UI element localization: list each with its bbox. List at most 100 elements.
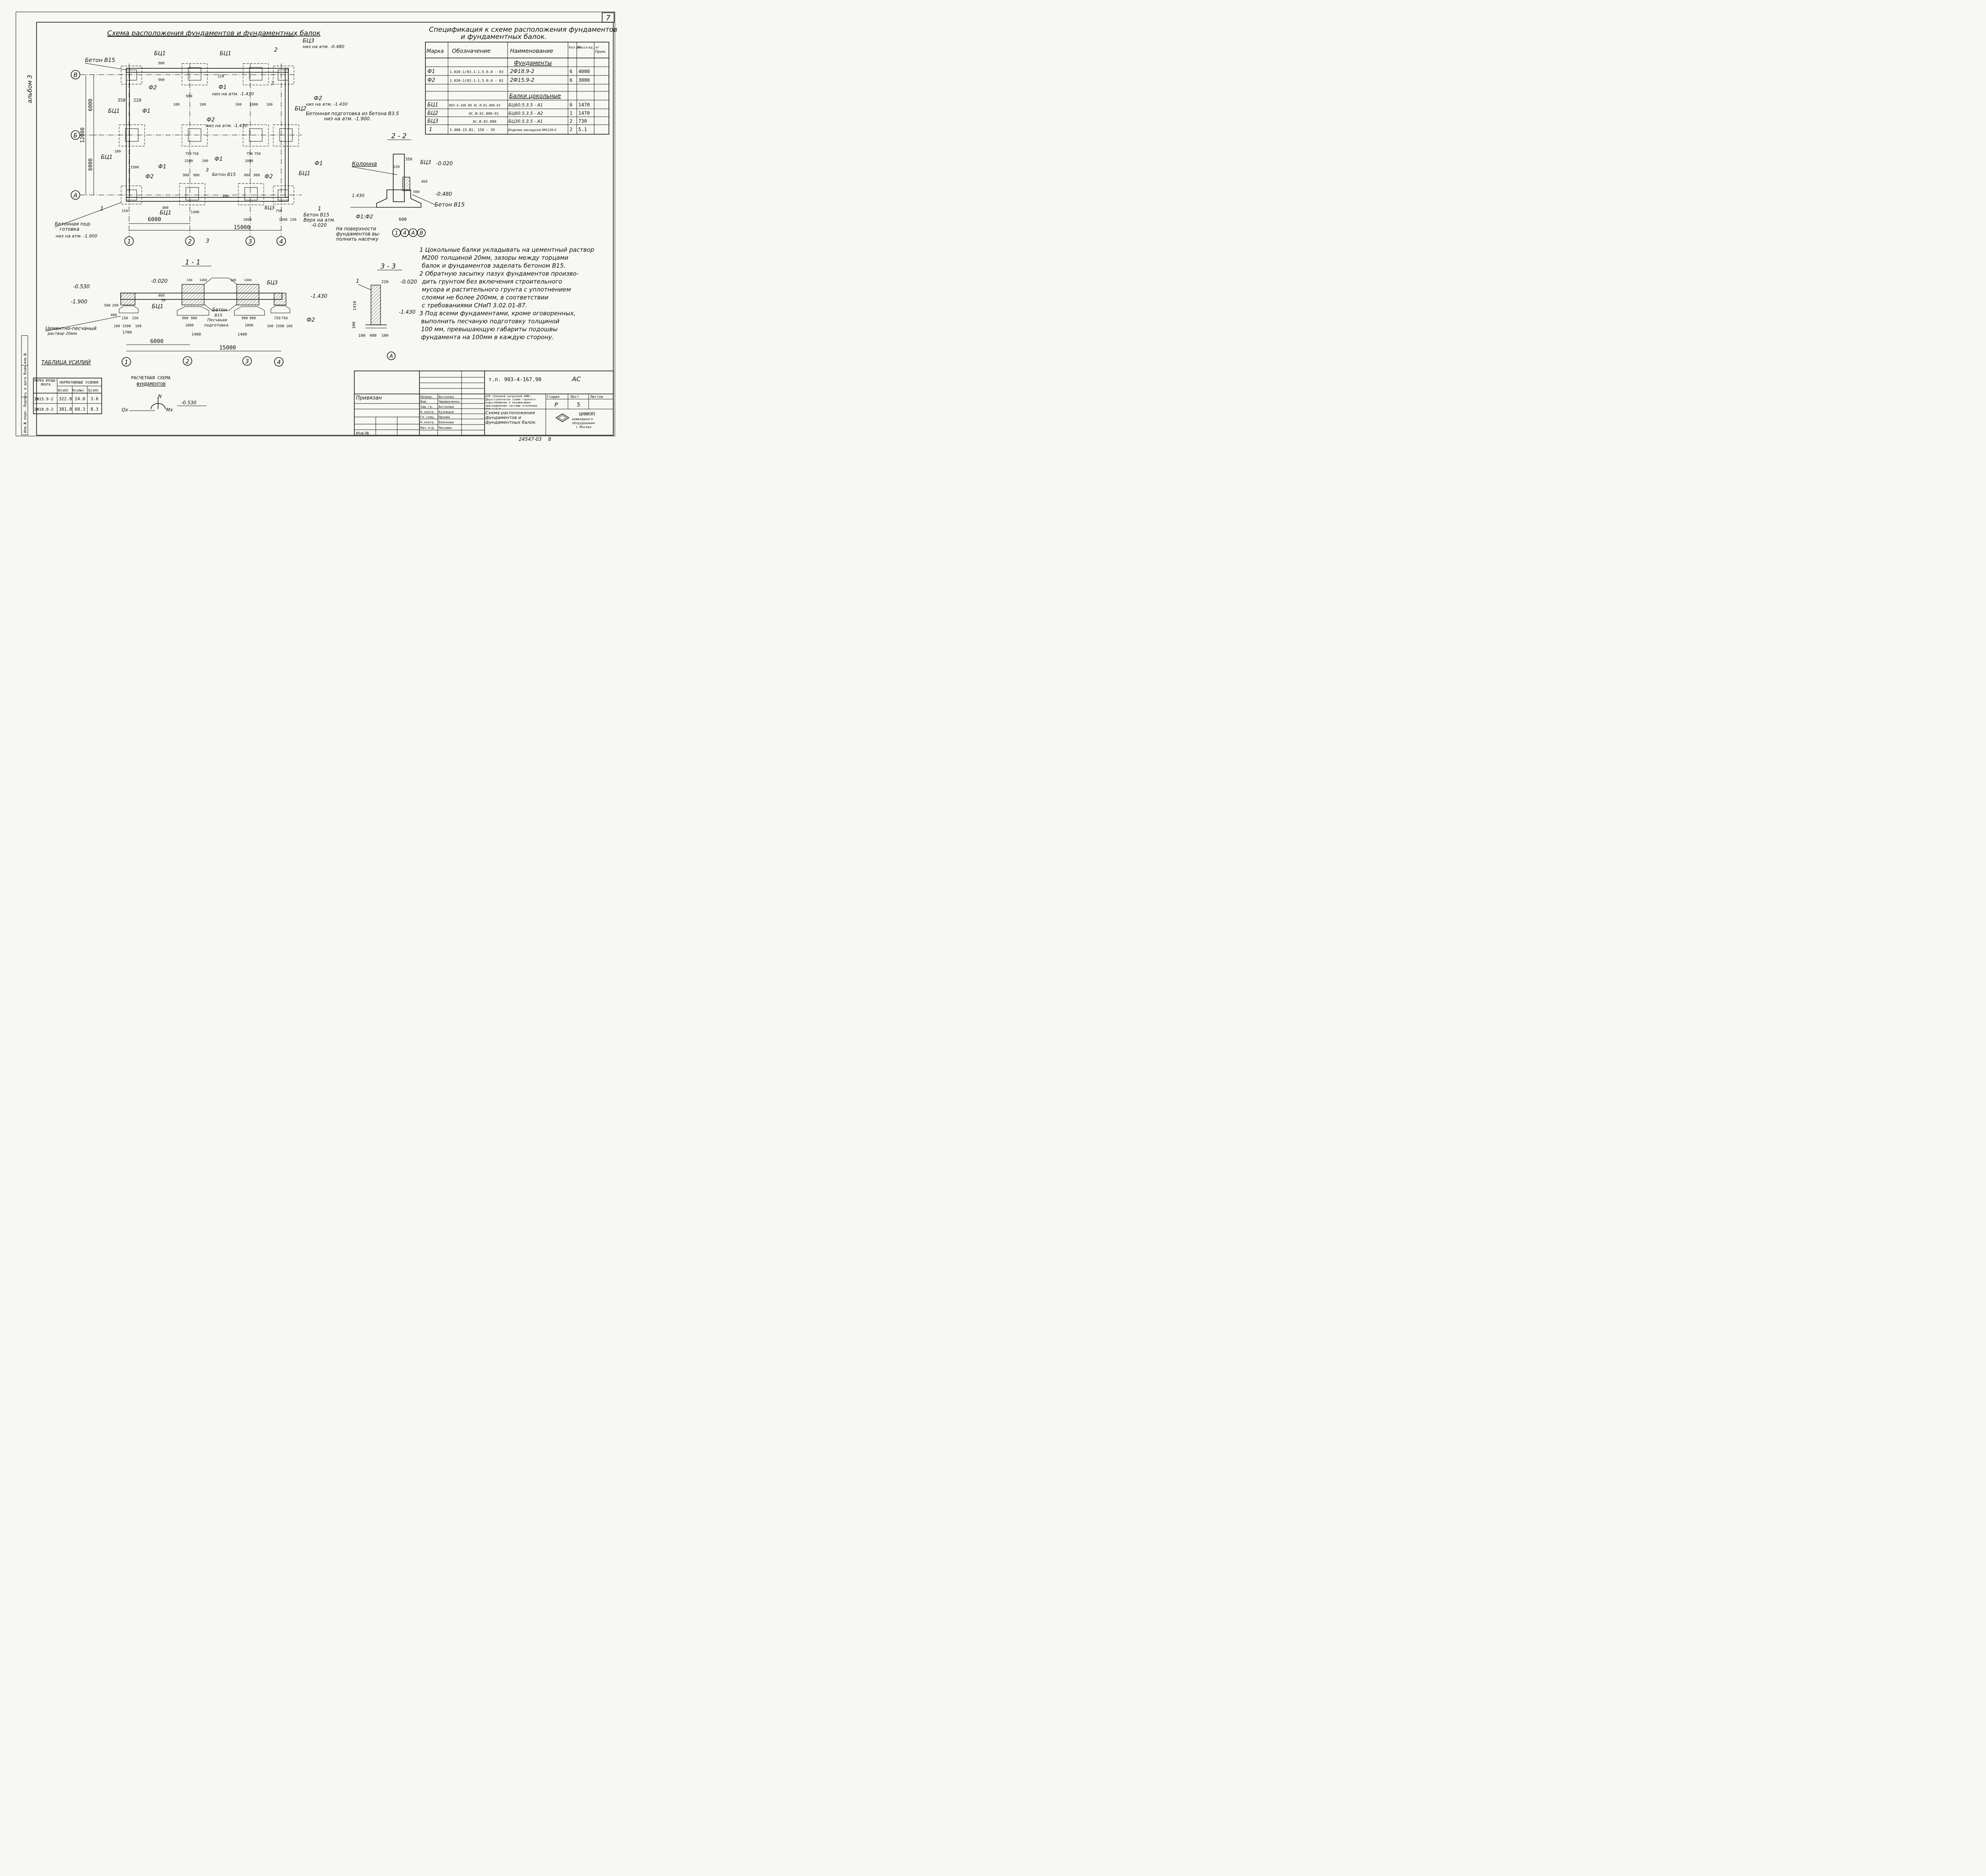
stamp-role: Н.контр. — [420, 410, 436, 414]
forces-h-q: Q(кН) — [88, 389, 99, 393]
label-f1-5: Ф1 — [214, 156, 223, 162]
forces-h-m: M(кНм) — [73, 389, 84, 392]
s33-d4: 400 — [369, 334, 377, 338]
s11-d23: 1400 — [238, 332, 247, 337]
stamp-list: 5 — [577, 402, 580, 408]
s11-d6: 150 — [122, 317, 128, 320]
dim-s6: 900 — [186, 95, 192, 98]
s11-axis-1: 1 — [124, 359, 128, 366]
forces-title: ТАБЛИЦА УСИЛИЙ — [41, 359, 91, 366]
forces-cell: 2Ф15.9-2 — [34, 397, 53, 401]
stamp-project: ЦТП тепловой нагрузкой 4МВт. Двухступенч… — [485, 395, 537, 409]
beam-bottom — [126, 197, 289, 202]
s11-el4: -1.430 — [311, 293, 327, 299]
left-strip-text: Инв.№ подл. Подпись и дата Взам.инв.№ — [23, 353, 27, 433]
label-f2-note-b: низ на атм. -1.430 — [206, 123, 247, 128]
s11-d10: 1700 — [122, 330, 132, 335]
s11-d26: 100 — [230, 278, 236, 282]
s22-axis-a: А — [411, 230, 415, 236]
forces-row: 2Ф15.9-2 322.0 24.0 3.6 — [34, 396, 99, 401]
axis-label-3: 3 — [248, 238, 252, 245]
spec-h-prim: Прим. — [595, 50, 606, 54]
s11-d4: 400 — [110, 313, 117, 317]
label-bc1-top-left: БЦ1 — [154, 50, 166, 57]
stamp-listov-h: Листов — [590, 395, 603, 399]
axis-bubble-1 — [124, 236, 134, 246]
s22-el1: -0.020 — [436, 161, 453, 167]
dim-s20: 900 — [193, 174, 199, 178]
dim-s3: 350 — [118, 98, 126, 103]
stamp-drawing: Схема расположения фундаментов и фундаме… — [485, 411, 537, 425]
label-verh: Бетон В15 — [303, 212, 329, 218]
spec-cell: 1470 — [578, 102, 590, 108]
spec-cell: 6 — [570, 69, 572, 74]
stamp-role: Н.контр. — [420, 421, 436, 424]
s11-d25: 100 — [187, 278, 193, 282]
stamp-privyazan: Привязан — [356, 395, 382, 401]
stamp-sheet-mark: АС — [572, 375, 581, 383]
spec-group-2: Балки цокольные — [509, 93, 561, 99]
axis-label-a: А — [73, 192, 77, 199]
spec-row: Ф2 1.020-1/83.1-1.5.0.0 - 01 2Ф15.9-2 6 … — [427, 77, 590, 83]
stamp-role: Гл.спец. — [420, 415, 436, 419]
label-f2-note: низ на атм. -1.430 — [306, 102, 348, 107]
dim-6000-h: 6000 — [148, 216, 161, 223]
label-bc2: БЦ2 — [295, 106, 306, 112]
dim-s28: 900 — [244, 174, 250, 178]
dim-12000: 12000 — [80, 127, 86, 143]
s22-dim-4: 600 — [399, 217, 407, 222]
s11-d7: 1500 — [122, 324, 131, 328]
stamp-org-2: инженерного — [572, 417, 593, 421]
stamp-name: Бленкова — [439, 421, 454, 424]
stamp-role: Нач.отд. — [420, 426, 436, 430]
s11-d5: 100 — [114, 324, 120, 328]
s33-d3: 100 — [358, 334, 365, 338]
axis-label-4: 4 — [279, 238, 283, 245]
spec-cell: 2Ф18.9-2 — [510, 69, 534, 75]
dim-s23: 150 — [122, 209, 128, 213]
s11-d15: 900 — [241, 317, 248, 320]
dim-s12: 1500 — [184, 159, 193, 163]
spec-row: БЦ3 АС.И.02.000 БЦ30.5.3.5 - А1 2 730 — [427, 118, 587, 124]
sheet-number-box — [602, 12, 614, 23]
axis-bubble-b — [71, 130, 80, 140]
section-mark-1-left: 1 — [100, 206, 104, 212]
s11-d21: 100 — [267, 324, 273, 328]
section-3-3: 3 - 3 1 -0.020 -1.430 220 1410 100 100 4… — [352, 262, 417, 360]
label-bet-podg-1: Бетонная под- — [55, 221, 91, 227]
spec-cell: БЦ3 — [427, 118, 438, 124]
axis-bubble-a — [71, 190, 80, 200]
forces-cell: 381.0 — [59, 407, 72, 412]
title-block: т.п. 903-4-167.90 АС Привязан Инв.№ Пров… — [354, 371, 614, 442]
spec-cell: 5.1 — [578, 127, 587, 132]
forces-cell: 8.3 — [91, 407, 99, 412]
spec-cell: 1.020-1/83.1-1.5.0.0 - 03 — [450, 70, 503, 74]
note-line: 1 Цокольные балки укладывать на цементны… — [419, 246, 594, 253]
label-nasechka-1: На поверхности — [336, 226, 376, 232]
s22-dim-2: 460 — [421, 180, 427, 184]
forces-table: ТАБЛИЦА УСИЛИЙ МАРКА ФУНДА- МЕНТА НОРМАТ… — [33, 359, 102, 414]
s22-dim-0: 220 — [393, 165, 400, 169]
dim-s22: 400 — [162, 206, 168, 210]
s11-total-15000: 15000 — [219, 345, 236, 351]
spec-cell: 6 — [570, 102, 572, 108]
s11-beton: Бетон — [212, 307, 227, 313]
section-2-2: 2 - 2 Колонна БЦ3 -0.020 -0.480 1.430 Бе… — [350, 132, 465, 237]
dim-s30: 1800 — [243, 218, 252, 222]
forces-cell: 322.0 — [59, 396, 72, 401]
calc-el: -0.530 — [181, 400, 197, 405]
s33-title: 3 - 3 — [381, 262, 396, 270]
label-beton-b15-b: Бетон В15 — [212, 172, 236, 177]
dim-s31: 1800 — [245, 159, 253, 163]
dim-s15: 750 — [192, 152, 199, 156]
stamp-name: Антонова — [439, 405, 454, 409]
s11-axis-3: 3 — [245, 358, 249, 365]
s11-d22: 100 — [286, 324, 292, 328]
s11-d17: 1800 — [245, 324, 253, 328]
s11-d27: 1400 — [244, 278, 251, 282]
left-strip — [21, 335, 28, 435]
s11-d14: 1400 — [191, 332, 201, 337]
spec-cell: 4000 — [578, 69, 590, 74]
stamp-org-3: оборудования — [572, 421, 595, 425]
org-logo-icon — [555, 413, 570, 422]
